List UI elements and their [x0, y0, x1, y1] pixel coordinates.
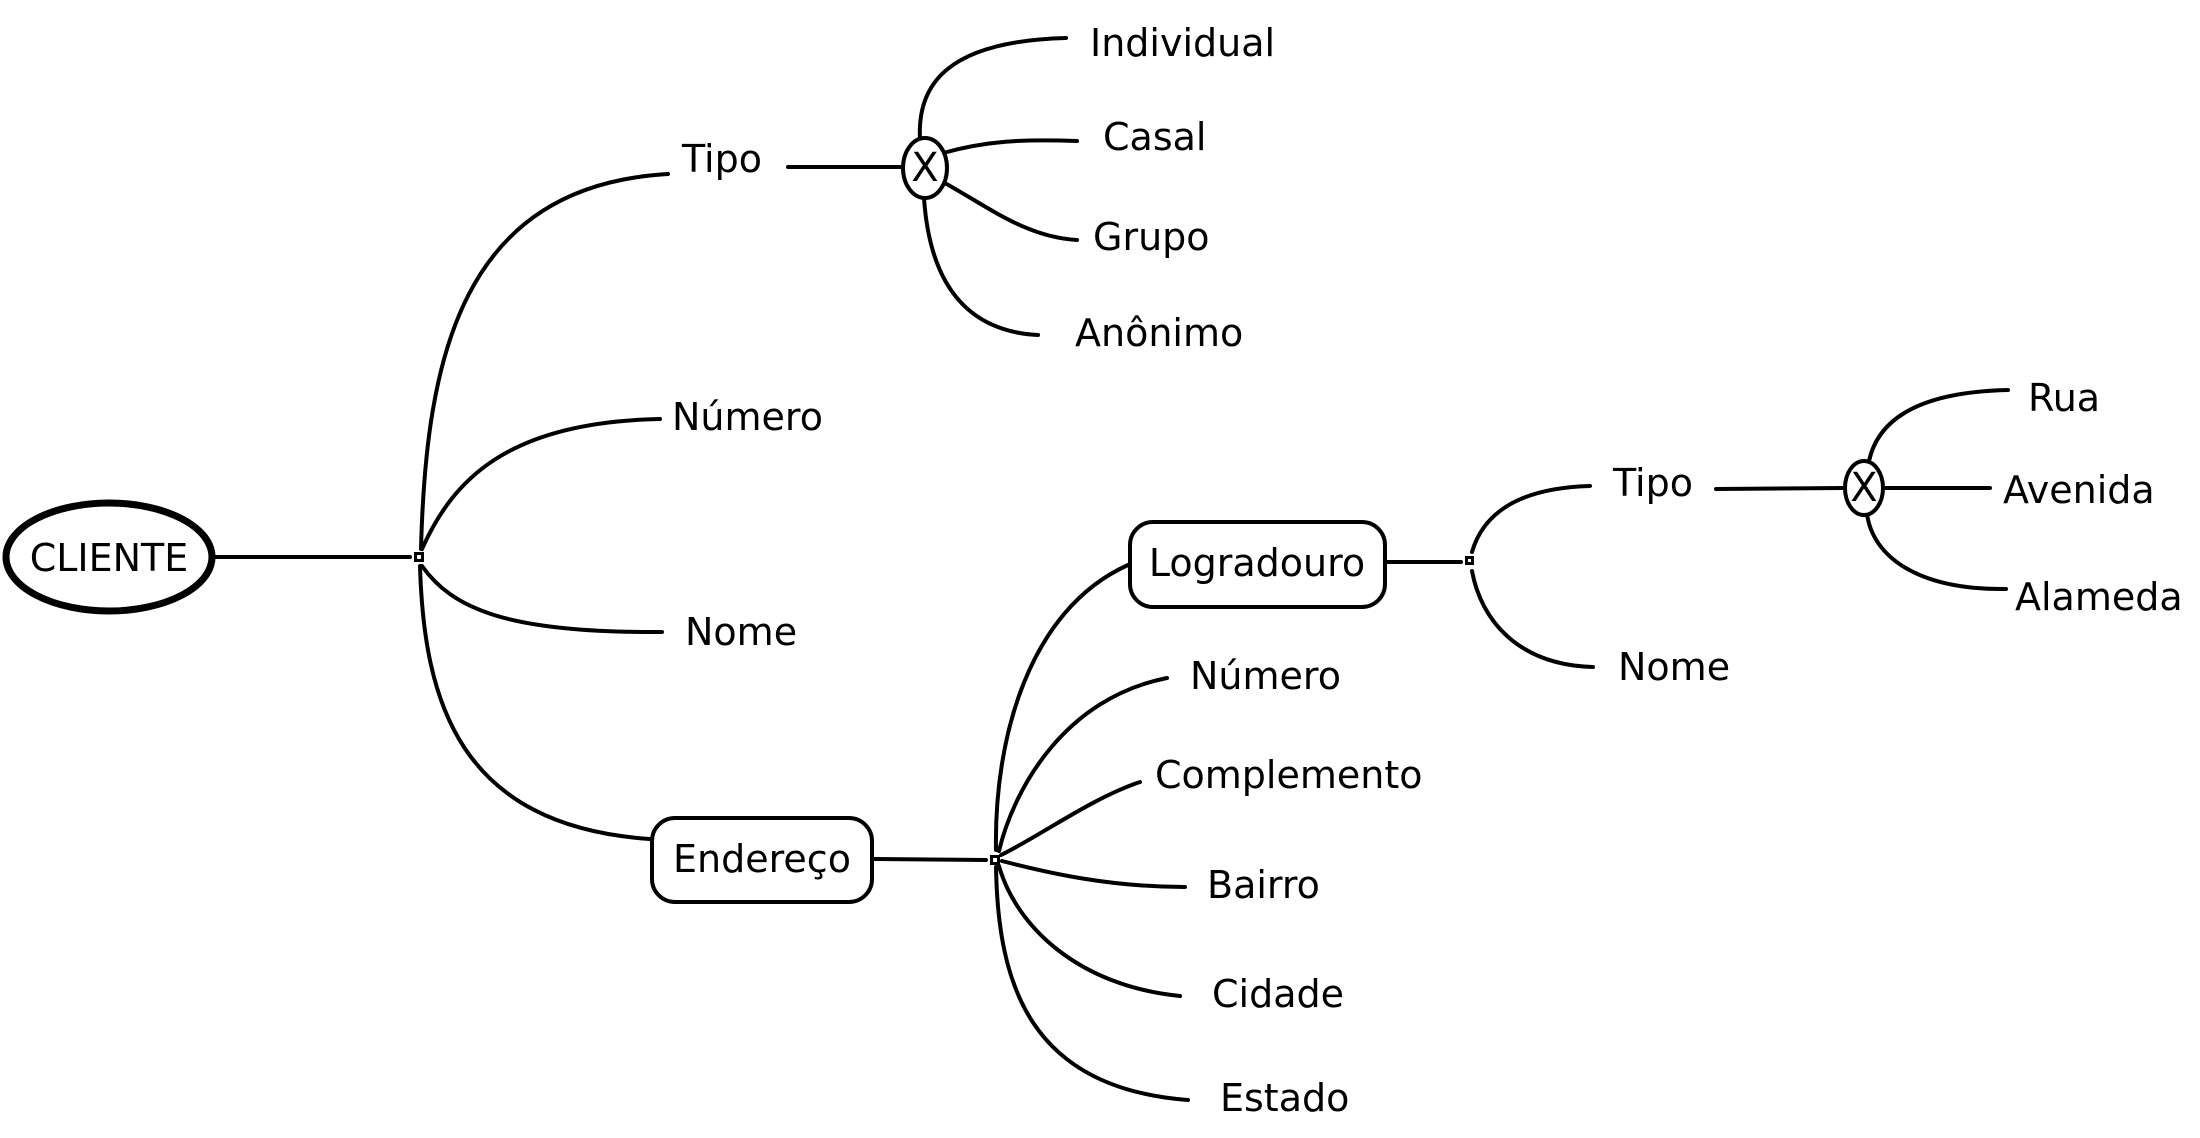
edges — [213, 36, 2010, 1102]
node-endereco-label[interactable]: Endereço — [673, 837, 851, 881]
edge-hub2-bairro — [1000, 859, 1187, 889]
node-cliente-ellipse[interactable] — [2, 499, 216, 615]
edge-hub-nome — [420, 564, 664, 635]
node-alameda-label[interactable]: Alameda — [2015, 575, 2183, 619]
xor-connector-logradouro-tipo[interactable] — [1843, 459, 1885, 517]
edge-hub2-estado — [994, 865, 1190, 1102]
edge-hub2-cidade — [997, 864, 1182, 998]
node-logradouro-nome-label[interactable]: Nome — [1618, 645, 1730, 689]
node-logradouro-tipo-label[interactable]: Tipo — [1612, 461, 1693, 505]
edge-hub2-complemento — [999, 780, 1142, 857]
node-cidade-label[interactable]: Cidade — [1212, 972, 1344, 1016]
node-grupo-label[interactable]: Grupo — [1093, 215, 1210, 259]
edge-xor1-casal — [941, 138, 1079, 155]
junction-logradouro — [1465, 556, 1474, 565]
edge-endereco-hub2 — [872, 857, 988, 862]
node-cliente-label[interactable]: CLIENTE — [30, 536, 189, 580]
edge-xor1-grupo — [941, 180, 1079, 242]
edge-xor1-anonimo — [922, 196, 1040, 337]
node-complemento-label[interactable]: Complemento — [1155, 753, 1422, 797]
edge-tipo2-xor2 — [1714, 486, 1845, 491]
edge-xor2-alameda — [1865, 512, 2008, 592]
junction-endereco — [990, 855, 1000, 865]
node-nome-label[interactable]: Nome — [685, 610, 797, 654]
node-endereco-numero-label[interactable]: Número — [1190, 654, 1341, 698]
node-logradouro-box[interactable] — [1128, 520, 1387, 609]
xor-connector-tipo[interactable] — [901, 136, 949, 200]
node-tipo-label[interactable]: Tipo — [681, 137, 762, 181]
node-anonimo-label[interactable]: Anônimo — [1075, 311, 1243, 355]
edge-hub3-tipo — [1470, 484, 1592, 554]
node-avenida-label[interactable]: Avenida — [2003, 468, 2155, 512]
junction-cliente — [414, 552, 424, 562]
node-bairro-label[interactable]: Bairro — [1207, 863, 1320, 907]
xor-connector-logradouro-tipo-symbol: X — [1850, 465, 1877, 511]
edge-hub2-logradouro — [993, 563, 1130, 852]
node-estado-label[interactable]: Estado — [1220, 1076, 1349, 1120]
edge-xor2-rua — [1867, 388, 2010, 463]
edge-hub-tipo — [419, 172, 670, 551]
junction-dot-center — [1468, 559, 1471, 562]
node-logradouro-label[interactable]: Logradouro — [1149, 541, 1365, 585]
edge-xor1-individual — [917, 36, 1068, 141]
edge-hub2-numero — [997, 676, 1169, 853]
node-casal-label[interactable]: Casal — [1103, 115, 1206, 159]
xor-connector-tipo-symbol: X — [911, 145, 938, 191]
node-individual-label[interactable]: Individual — [1090, 21, 1275, 65]
node-rua-label[interactable]: Rua — [2028, 376, 2100, 420]
edge-hub-endereco — [418, 564, 652, 841]
junction-dot-center — [993, 858, 997, 862]
edge-hub3-nome — [1470, 569, 1595, 669]
junction-dot-center — [417, 555, 421, 559]
edge-hub-numero — [420, 417, 662, 551]
node-endereco-box[interactable] — [650, 816, 874, 904]
node-numero-label[interactable]: Número — [672, 395, 823, 439]
